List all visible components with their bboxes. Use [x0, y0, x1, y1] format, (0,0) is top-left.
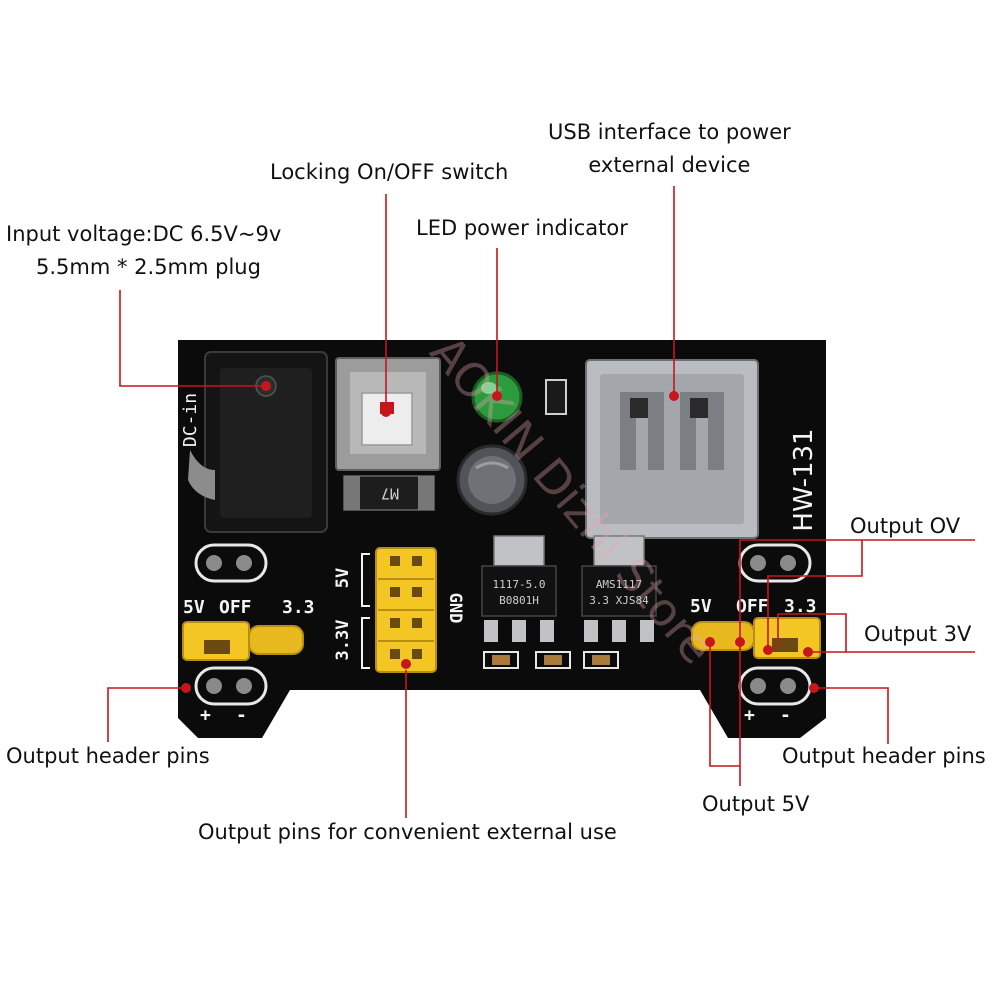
callout-input-voltage-line2: 5.5mm * 2.5mm plug	[36, 254, 261, 279]
center-header	[375, 547, 437, 673]
callout-led-text: LED power indicator	[416, 216, 628, 240]
diode-label: M7	[381, 485, 399, 503]
regulator-3v3-line2: 3.3 XJS84	[589, 594, 649, 607]
right-5v-label: 5V	[690, 596, 712, 617]
callout-usb: USB interface to power external device	[548, 116, 791, 181]
leader-header-left	[107, 687, 186, 742]
dc-barrel-jack	[188, 351, 328, 533]
smd-resistor	[545, 379, 567, 415]
regulator-5v-line2: B0801H	[499, 594, 539, 607]
callout-switch-text: Locking On/OFF switch	[270, 160, 509, 184]
callout-output-3v-text: Output 3V	[864, 622, 972, 646]
center-bracket-5v	[361, 553, 370, 607]
callout-output-pins-center: Output pins for convenient external use	[198, 816, 617, 849]
callout-output-0v-text: Output OV	[850, 514, 961, 538]
callout-output-header-left: Output header pins	[6, 740, 210, 773]
center-33v-label: 3.3V	[333, 620, 353, 661]
regulator-5v-line1: 1117-5.0	[493, 578, 546, 591]
gnd-label: GND	[445, 593, 465, 624]
callout-output-header-right-text: Output header pins	[782, 744, 986, 768]
regulator-3v3-line1: AMS1117	[596, 578, 642, 591]
capacitor	[456, 444, 528, 516]
left-plus-label: +	[200, 705, 211, 726]
left-jumper	[182, 621, 304, 661]
callout-input-voltage-line1: Input voltage:DC 6.5V~9v	[6, 222, 282, 246]
right-off-label: OFF	[736, 596, 769, 617]
left-top-pads	[194, 543, 268, 583]
callout-output-5v-text: Output 5V	[702, 792, 810, 816]
callout-led: LED power indicator	[416, 212, 628, 245]
dc-in-label: DC-in	[180, 393, 201, 447]
center-5v-label: 5V	[333, 568, 353, 588]
callout-input-voltage: Input voltage:DC 6.5V~9v 5.5mm * 2.5mm p…	[6, 218, 281, 283]
left-minus-label: -	[236, 705, 247, 726]
left-5v-label: 5V	[183, 597, 205, 618]
callout-output-pins-center-text: Output pins for convenient external use	[198, 820, 617, 844]
leader-output-0v	[739, 539, 975, 650]
leader-output-5v	[709, 642, 740, 767]
regulator-3v3	[581, 535, 657, 642]
leader-header-right	[814, 687, 889, 744]
usb-port	[585, 359, 759, 539]
leader-output-0v-b	[767, 540, 863, 650]
callout-usb-line1: USB interface to power	[548, 120, 791, 144]
smd-capacitors	[483, 651, 619, 669]
leader-dots	[181, 381, 819, 693]
left-off-label: OFF	[219, 597, 252, 618]
diode	[343, 475, 435, 511]
callout-output-header-right: Output header pins	[782, 740, 986, 773]
center-bracket-33v	[361, 617, 370, 669]
callout-switch: Locking On/OFF switch	[270, 156, 508, 189]
regulator-5v	[481, 535, 557, 642]
callout-output-3v: Output 3V	[864, 618, 971, 651]
left-33-label: 3.3	[282, 597, 315, 618]
leader-input-voltage	[119, 290, 266, 387]
left-output-pads	[194, 666, 268, 706]
callout-output-0v: Output OV	[850, 510, 960, 543]
right-minus-label: -	[780, 705, 791, 726]
callout-output-header-left-text: Output header pins	[6, 744, 210, 768]
model-label: HW-131	[789, 428, 819, 531]
leader-lines	[107, 186, 975, 818]
right-33-label: 3.3	[784, 596, 817, 617]
callout-usb-line2: external device	[588, 152, 751, 177]
leader-output-3v	[777, 613, 975, 653]
callout-output-5v: Output 5V	[702, 788, 809, 821]
right-plus-label: +	[744, 705, 755, 726]
